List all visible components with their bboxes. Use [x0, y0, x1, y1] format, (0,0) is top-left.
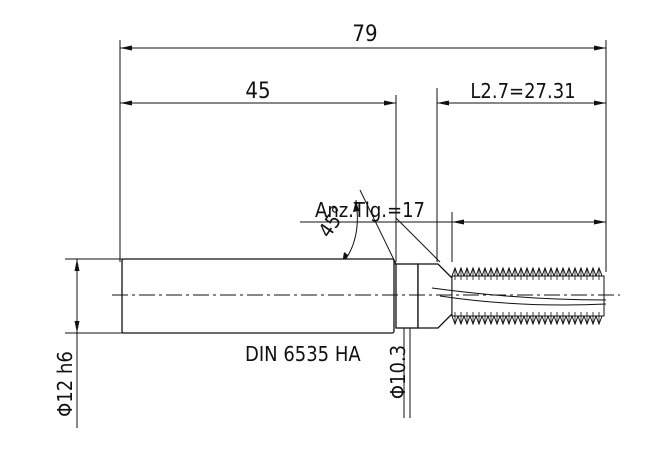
extension-lines	[65, 40, 607, 418]
thread-teeth	[451, 266, 603, 326]
flute-line	[431, 287, 607, 301]
thread-core	[451, 275, 605, 317]
overall-length-label: 79	[352, 22, 377, 47]
neck	[395, 263, 419, 329]
dimension-lines	[76, 47, 606, 428]
shank-diameter-label: Φ12 h6	[53, 351, 77, 417]
flute-line-lower	[439, 295, 607, 306]
chamfer	[417, 263, 453, 329]
shank-length-label: 45	[245, 79, 270, 104]
neck-diameter-label: Φ10.3	[386, 345, 410, 399]
tool-body	[121, 258, 607, 334]
shank	[121, 258, 395, 334]
thread-length-label: L2.7=27.31	[470, 79, 575, 103]
standard-label: DIN 6535 HA	[245, 342, 361, 366]
flute-count-label: Anz.Tlg.=17	[315, 198, 425, 222]
